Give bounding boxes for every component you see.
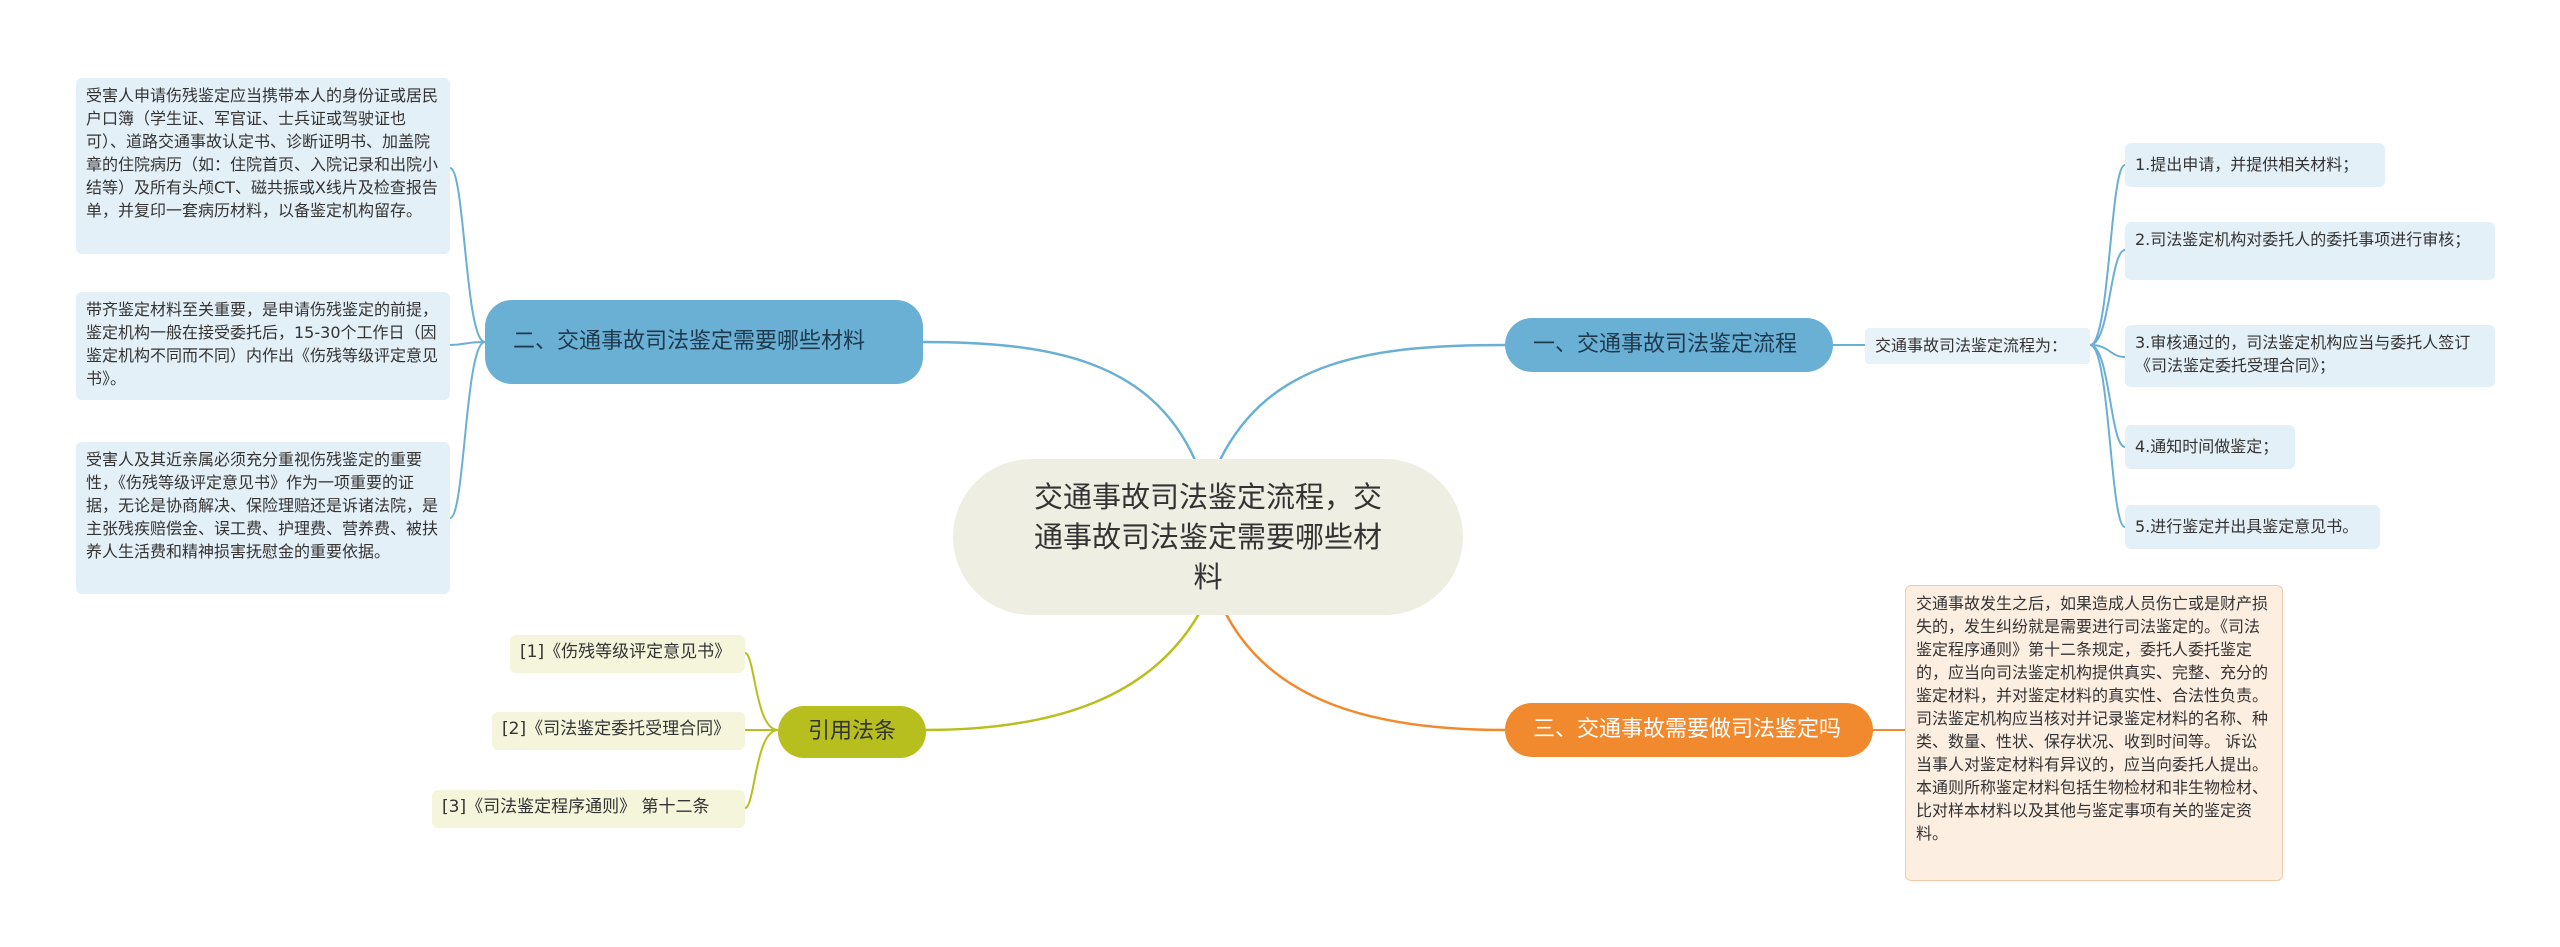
- reference-2-label: [2]《司法鉴定委托受理合同》: [502, 719, 731, 739]
- process-step-5[interactable]: 5.进行鉴定并出具鉴定意见书。: [2125, 505, 2380, 549]
- materials-item-2[interactable]: 带齐鉴定材料至关重要，是申请伤残鉴定的前提，鉴定机构一般在接受委托后，15-30…: [76, 292, 450, 400]
- process-step-4[interactable]: 4.通知时间做鉴定；: [2125, 425, 2295, 469]
- necessity-text-label: 交通事故发生之后，如果造成人员伤亡或是财产损失的，发生纠纷就是需要进行司法鉴定的…: [1916, 594, 2269, 843]
- process-step-3[interactable]: 3.审核通过的，司法鉴定机构应当与委托人签订《司法鉴定委托受理合同》；: [2125, 325, 2495, 387]
- branch-materials-label: 二、交通事故司法鉴定需要哪些材料: [513, 329, 866, 354]
- link-branch4-refs: [744, 652, 779, 809]
- process-step-5-label: 5.进行鉴定并出具鉴定意见书。: [2135, 517, 2359, 536]
- materials-item-1[interactable]: 受害人申请伤残鉴定应当携带本人的身份证或居民户口簿（学生证、军官证、士兵证或驾驶…: [76, 78, 450, 254]
- materials-item-2-label: 带齐鉴定材料至关重要，是申请伤残鉴定的前提，鉴定机构一般在接受委托后，15-30…: [86, 300, 439, 388]
- process-intro-label: 交通事故司法鉴定流程为：: [1875, 336, 2068, 355]
- reference-1[interactable]: [1]《伤残等级评定意见书》: [510, 635, 745, 673]
- branch-process-label: 一、交通事故司法鉴定流程: [1533, 332, 1798, 357]
- branch-references[interactable]: 引用法条: [778, 706, 926, 758]
- link-center-branch2: [922, 340, 1197, 461]
- link-branch2-items: [449, 167, 486, 519]
- necessity-text[interactable]: 交通事故发生之后，如果造成人员伤亡或是财产损失的，发生纠纷就是需要进行司法鉴定的…: [1905, 585, 2283, 881]
- link-center-branch1: [1218, 343, 1506, 461]
- branch-necessity-label: 三、交通事故需要做司法鉴定吗: [1533, 717, 1842, 742]
- link-intro-steps: [2089, 164, 2126, 528]
- center-topic-label: 交通事故司法鉴定流程，交通事故司法鉴定需要哪些材料: [1033, 480, 1382, 594]
- reference-1-label: [1]《伤残等级评定意见书》: [520, 642, 732, 662]
- process-intro[interactable]: 交通事故司法鉴定流程为：: [1865, 328, 2090, 364]
- process-step-3-label: 3.审核通过的，司法鉴定机构应当与委托人签订《司法鉴定委托受理合同》；: [2135, 333, 2471, 375]
- process-step-2[interactable]: 2.司法鉴定机构对委托人的委托事项进行审核；: [2125, 222, 2495, 280]
- branch-materials[interactable]: 二、交通事故司法鉴定需要哪些材料: [485, 300, 923, 384]
- branch-necessity[interactable]: 三、交通事故需要做司法鉴定吗: [1505, 703, 1873, 757]
- reference-3[interactable]: [3]《司法鉴定程序通则》 第十二条: [432, 790, 745, 828]
- process-step-1[interactable]: 1.提出申请，并提供相关材料；: [2125, 143, 2385, 187]
- branch-references-label: 引用法条: [807, 719, 896, 744]
- process-step-2-label: 2.司法鉴定机构对委托人的委托事项进行审核；: [2135, 230, 2471, 249]
- process-step-1-label: 1.提出申请，并提供相关材料；: [2135, 155, 2359, 174]
- process-step-4-label: 4.通知时间做鉴定；: [2135, 437, 2279, 456]
- reference-3-label: [3]《司法鉴定程序通则》 第十二条: [442, 797, 710, 817]
- link-center-branch3: [1223, 611, 1506, 732]
- materials-item-3-label: 受害人及其近亲属必须充分重视伤残鉴定的重要性，《伤残等级评定意见书》作为一项重要…: [86, 450, 439, 561]
- materials-item-3[interactable]: 受害人及其近亲属必须充分重视伤残鉴定的重要性，《伤残等级评定意见书》作为一项重要…: [76, 442, 450, 594]
- center-topic[interactable]: 交通事故司法鉴定流程，交通事故司法鉴定需要哪些材料: [953, 459, 1463, 615]
- link-center-branch4: [924, 611, 1202, 732]
- materials-item-1-label: 受害人申请伤残鉴定应当携带本人的身份证或居民户口簿（学生证、军官证、士兵证或驾驶…: [86, 86, 439, 220]
- branch-process[interactable]: 一、交通事故司法鉴定流程: [1505, 318, 1833, 372]
- reference-2[interactable]: [2]《司法鉴定委托受理合同》: [492, 712, 745, 750]
